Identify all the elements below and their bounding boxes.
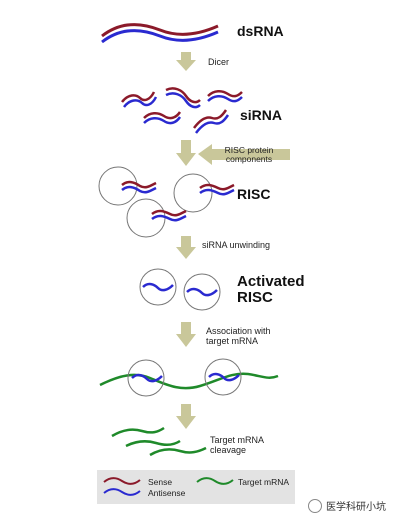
activated-risc-complexes	[139, 268, 221, 311]
watermark: 医学科研小坑	[308, 498, 386, 513]
risc-components-line-1: RISC protein	[224, 145, 274, 155]
legend-target: Target mRNA	[238, 477, 290, 487]
association-label: Association with target mRNA	[206, 326, 271, 347]
legend-sense: Sense	[148, 477, 173, 487]
risc-components-arrow	[198, 144, 290, 165]
sirna-label: siRNA	[240, 107, 283, 123]
association-line-1: Association with	[206, 326, 271, 336]
association-line-2: target mRNA	[206, 336, 259, 347]
risc-components-line-2: components	[225, 154, 273, 165]
flow-arrow-5	[176, 404, 196, 429]
risc-target-binding	[99, 358, 279, 397]
risc-complexes	[98, 166, 235, 238]
dsrna-strands	[101, 23, 219, 44]
wechat-icon	[308, 498, 322, 513]
dicer-label: Dicer	[208, 57, 230, 67]
dsrna-label: dsRNA	[237, 23, 284, 39]
watermark-text: 医学科研小坑	[326, 502, 386, 513]
flow-arrow-4	[176, 322, 196, 347]
cleaved-mrna-fragments	[111, 426, 207, 457]
cleavage-line-1: Target mRNA	[210, 435, 265, 445]
flow-arrow-1	[176, 52, 196, 71]
cleavage-label: Target mRNA cleavage	[210, 435, 264, 456]
legend-symbols	[97, 470, 295, 504]
flow-arrow-3	[176, 236, 196, 259]
sirna-fragments	[121, 87, 243, 134]
activated-risc-line-1: Activated	[237, 273, 305, 290]
unwinding-label: siRNA unwinding	[202, 240, 271, 250]
risc-components-label: RISC protein components	[214, 145, 284, 165]
risc-label: RISC	[237, 186, 271, 202]
activated-risc-line-2: RISC	[237, 288, 273, 306]
legend-antisense: Antisense	[148, 488, 186, 498]
activated-risc-label: Activated RISC	[237, 274, 305, 306]
cleavage-line-2: cleavage	[210, 445, 247, 456]
flow-arrow-2	[176, 140, 196, 166]
